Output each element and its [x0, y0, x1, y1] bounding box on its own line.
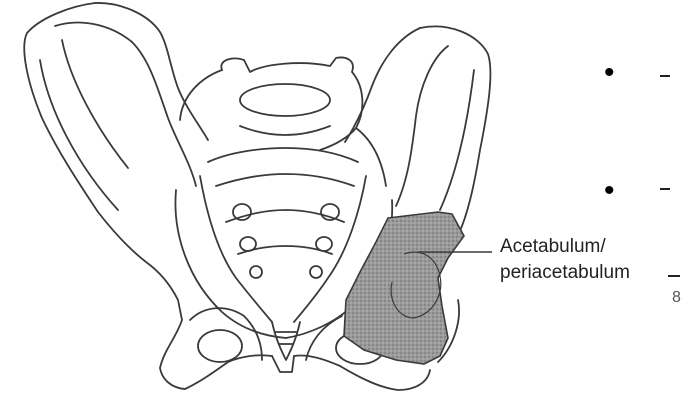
cut-off-text-fragment-1 [660, 75, 670, 77]
cut-off-text-fragment-2 [660, 188, 670, 190]
label-periacetabulum: periacetabulum [500, 263, 630, 282]
sacrum [221, 58, 362, 150]
left-iliac-wing [24, 3, 185, 389]
acetabulum-highlight [344, 212, 464, 364]
bullet-1: • [604, 58, 615, 88]
cut-off-text-fragment-4: 8 [672, 290, 681, 306]
label-acetabulum: Acetabulum/ [500, 237, 606, 256]
bullet-2: • [604, 176, 615, 206]
cut-off-text-fragment-3 [668, 275, 680, 277]
